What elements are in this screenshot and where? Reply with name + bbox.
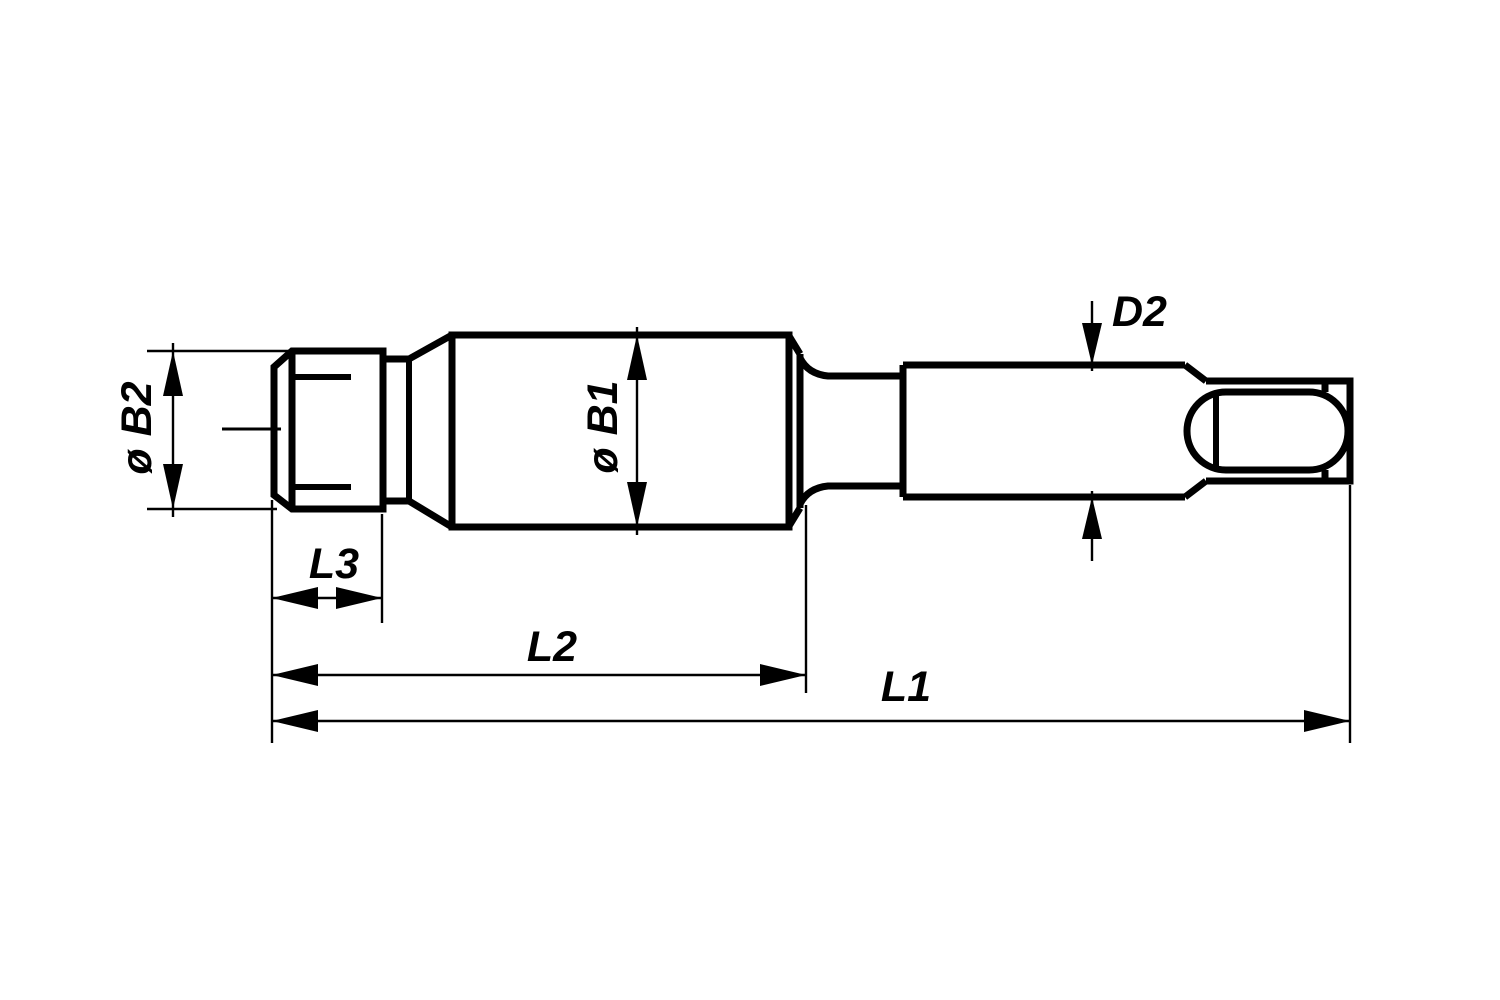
l2-arrowhead-left [272, 664, 318, 686]
l3-arrowhead-left [272, 587, 318, 609]
square-drive-head [222, 347, 387, 513]
b2-label: ø B2 [113, 381, 161, 474]
dim-d2: D2 [1082, 288, 1167, 561]
dim-b1: ø B1 [579, 327, 647, 535]
l3-arrowhead-right [336, 587, 382, 609]
d2-label: D2 [1112, 288, 1167, 336]
dim-l1: L1 [272, 663, 1350, 732]
tang-chamfer-top [1182, 362, 1209, 384]
b2-arrowhead-up [163, 351, 183, 396]
l2-arrowhead-right [760, 664, 806, 686]
body-cylinder [448, 331, 804, 531]
l1-label: L1 [881, 663, 931, 711]
l1-arrowhead-left [272, 710, 318, 732]
dim-b2: ø B2 [113, 343, 289, 517]
b1-label: ø B1 [579, 380, 627, 473]
d2-arrowhead-down [1082, 323, 1102, 365]
l2-label: L2 [527, 623, 577, 671]
d2-arrowhead-up [1082, 497, 1102, 539]
b1-arrowhead-up [627, 335, 647, 380]
tang-flat-obround [1183, 388, 1352, 474]
square-tang-end [1182, 362, 1354, 500]
b1-arrowhead-down [627, 482, 647, 527]
l1-arrowhead-right [1304, 710, 1350, 732]
l3-label: L3 [309, 540, 359, 588]
fillet-top [796, 356, 903, 380]
cone-bottom [407, 498, 454, 530]
tang-chamfer-bottom [1182, 478, 1209, 500]
extension-lines [270, 485, 1352, 743]
fillet-bottom [796, 482, 903, 506]
cylinder-end-chamfer-top [786, 334, 803, 356]
neck-and-taper [383, 331, 454, 530]
fillet-neck [796, 356, 903, 506]
cylinder-end-chamfer-bottom [786, 506, 803, 528]
dim-l3: L3 [272, 540, 382, 609]
clamping-shank [899, 361, 1185, 501]
cylinder-outline [448, 331, 793, 531]
dim-l2: L2 [272, 623, 806, 686]
cone-top [407, 331, 454, 363]
b2-arrowhead-down [163, 464, 183, 509]
